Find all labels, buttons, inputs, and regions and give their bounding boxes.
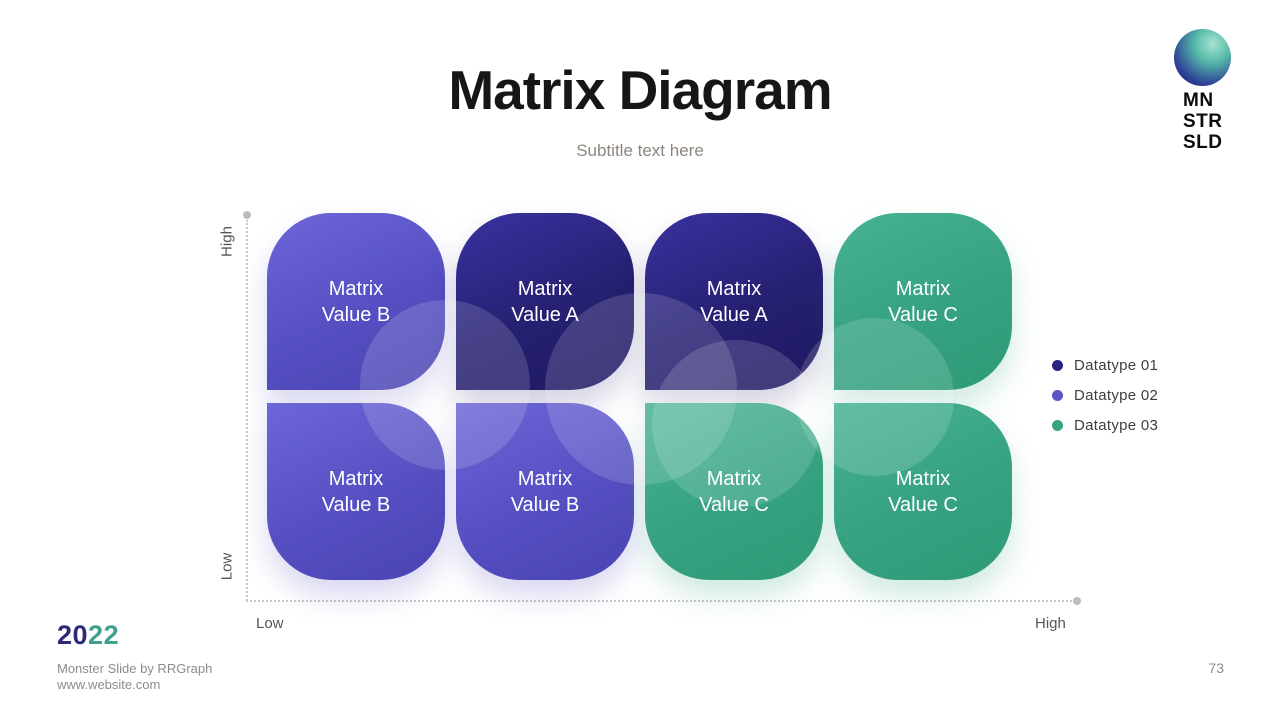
legend-label: Datatype 02 [1074,387,1159,404]
legend-label: Datatype 01 [1074,357,1159,374]
matrix-tile: Matrix Value A [456,213,634,390]
matrix-tile-label: Matrix Value A [700,277,768,326]
matrix-tile: Matrix Value B [267,403,445,580]
year-badge: 2022 [57,620,119,651]
brand-line-1: MN [1183,90,1214,111]
matrix-tile: Matrix Value A [645,213,823,390]
brand-wordmark: MN STR SLD [1183,90,1229,153]
website-text: www.website.com [57,677,161,692]
matrix-tile-label: Matrix Value B [510,467,580,516]
matrix-tile: Matrix Value B [267,213,445,390]
y-axis-label-high: High [218,226,236,257]
y-axis-label-low: Low [218,552,236,581]
matrix-tile: Matrix Value C [834,403,1012,580]
legend-dot-datatype-01 [1052,360,1063,371]
x-axis-label-low: Low [256,615,284,632]
matrix-tile: Matrix Value C [834,213,1012,390]
matrix-tile: Matrix Value C [645,403,823,580]
matrix-tile-label: Matrix Value C [888,467,958,516]
page-subtitle: Subtitle text here [576,141,704,160]
year-part-2: 22 [88,620,120,650]
legend: Datatype 01 Datatype 02 Datatype 03 [1052,357,1158,447]
matrix-tile-label: Matrix Value B [321,467,391,516]
legend-dot-datatype-02 [1052,390,1063,401]
brand-line-2: STR [1183,111,1223,132]
legend-dot-datatype-03 [1052,420,1063,431]
legend-item: Datatype 01 [1052,357,1158,374]
credit-text: Monster Slide by RRGraph [57,661,213,676]
brand-line-3: SLD [1183,132,1223,153]
legend-item: Datatype 03 [1052,417,1158,434]
matrix-tile-label: Matrix Value C [888,277,958,326]
year-part-1: 20 [57,620,89,650]
x-axis-label-high: High [1035,615,1066,632]
matrix-tile: Matrix Value B [456,403,634,580]
matrix-tile-label: Matrix Value A [511,277,579,326]
page-number: 73 [1208,660,1224,676]
legend-label: Datatype 03 [1074,417,1159,434]
y-axis-line [246,220,248,601]
y-axis-end-dot [243,211,251,219]
matrix-tile-label: Matrix Value B [321,277,391,326]
x-axis-line [246,600,1072,602]
matrix-tile-label: Matrix Value C [699,467,769,516]
brand-sphere-logo [1174,29,1231,86]
legend-item: Datatype 02 [1052,387,1158,404]
page-title: Matrix Diagram [448,59,832,121]
x-axis-end-dot [1073,597,1081,605]
